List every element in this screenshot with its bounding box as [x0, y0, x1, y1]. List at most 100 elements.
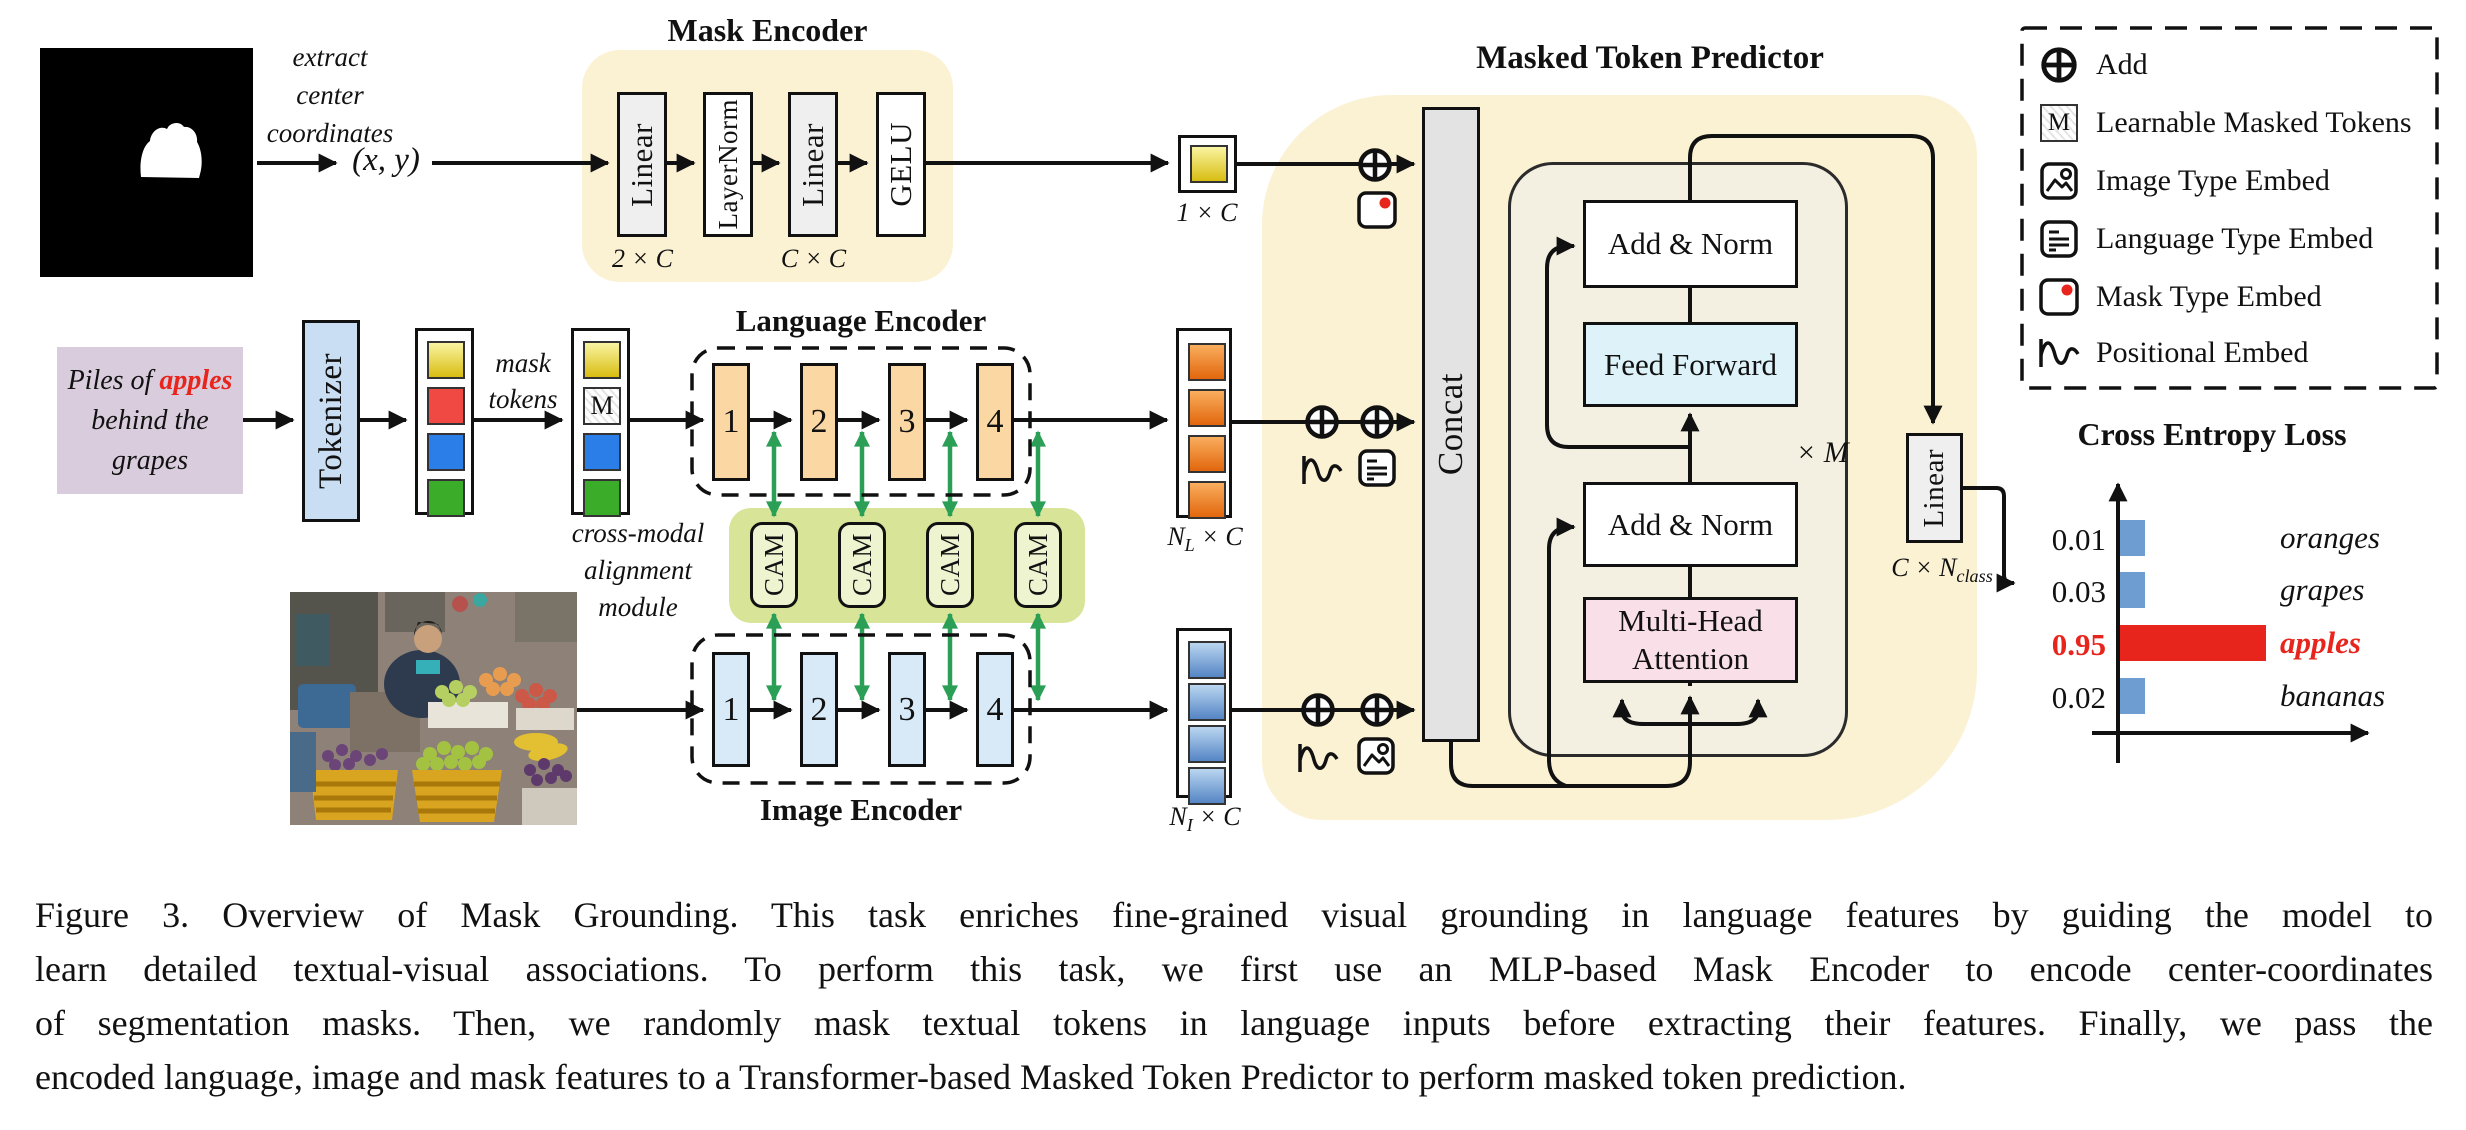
token-green	[583, 479, 621, 517]
repeat-count-label: × M	[1796, 436, 1849, 469]
bar-oranges	[2120, 520, 2145, 556]
image-encoder-outline	[690, 633, 1032, 785]
masked-token-predictor-title: Masked Token Predictor	[1476, 40, 1824, 76]
concat-box: Concat	[1422, 107, 1480, 742]
extract-coordinates-note: extract center coordinates	[266, 42, 394, 148]
language-type-embed-icon	[1358, 449, 1396, 487]
token-column-masked: M	[571, 328, 630, 517]
legend-item-positional-embed: Positional Embed	[2036, 331, 2309, 375]
image-type-embed-icon	[2036, 161, 2082, 201]
figure-caption-line: encoded language, image and mask feature…	[35, 1057, 1907, 1097]
language-block-1: 1	[712, 363, 750, 481]
output-linear-box: Linear	[1906, 433, 1963, 543]
language-block-4: 4	[976, 363, 1014, 481]
language-feature-dim: NL × C	[1167, 522, 1243, 556]
mask-feature-square	[1190, 145, 1228, 183]
feed-forward-box: Feed Forward	[1583, 322, 1798, 407]
add-icon	[2036, 46, 2082, 84]
language-block-2: 2	[800, 363, 838, 481]
tokenizer-box: Tokenizer	[302, 320, 360, 522]
positional-embed-icon	[1298, 744, 1339, 772]
image-block-4: 4	[976, 652, 1014, 767]
positional-embed-icon	[2036, 335, 2082, 371]
output-linear-dim: C × Nclass	[1891, 553, 1993, 587]
dashed-outlines	[690, 26, 2439, 785]
figure-caption-line: Figure 3. Overview of Mask Grounding. Th…	[35, 895, 2433, 935]
legend-item-image-embed: Image Type Embed	[2036, 159, 2330, 203]
category-label: bananas	[2280, 678, 2386, 713]
image-encoder-title: Image Encoder	[759, 792, 963, 827]
learnable-masked-token: M	[583, 387, 621, 425]
value-label: 0.01	[2051, 522, 2106, 557]
legend-item-masked-tokens: M Learnable Masked Tokens	[2036, 101, 2412, 145]
add-icon	[1360, 693, 1394, 727]
image-feature-dim: NI × C	[1169, 802, 1241, 836]
mask-encoder-dim-in: 2 × C	[612, 244, 673, 273]
token-green	[427, 479, 465, 517]
cam-box-4: CAM	[1014, 522, 1062, 608]
cross-modal-module-label: cross-modal alignment module	[571, 518, 705, 622]
mask-type-embed-icon	[1357, 191, 1397, 229]
legend-item-language-embed: Language Type Embed	[2036, 217, 2373, 261]
add-norm-box-top: Add & Norm	[1583, 200, 1798, 288]
token-red	[427, 387, 465, 425]
language-type-embed-icon	[2036, 219, 2082, 259]
text-prompt: Piles of apples behind the grapes	[57, 347, 243, 494]
segmentation-mask-image	[40, 48, 253, 277]
token-yellow	[427, 341, 465, 379]
bar-apples	[2120, 625, 2266, 661]
cam-box-2: CAM	[838, 522, 886, 608]
image-feature-tokens	[1176, 628, 1232, 805]
mask-encoder-title: Mask Encoder	[667, 12, 868, 48]
token-blue	[583, 433, 621, 471]
language-encoder-outline	[690, 346, 1032, 497]
category-label: oranges	[2280, 520, 2380, 555]
language-encoder-title: Language Encoder	[735, 303, 987, 338]
cross-modal-arrows	[766, 430, 1046, 702]
prompt-highlight: apples	[159, 364, 233, 396]
cam-box-3: CAM	[926, 522, 974, 608]
image-block-1: 1	[712, 652, 750, 767]
bar-grapes	[2120, 572, 2145, 608]
token-column-original	[415, 328, 474, 517]
legend-item-add: Add	[2036, 43, 2148, 87]
token-blue	[427, 433, 465, 471]
image-type-embed-icon	[1357, 737, 1395, 775]
loss-chart-title: Cross Entropy Loss	[2077, 416, 2347, 452]
token-yellow	[583, 341, 621, 379]
language-block-3: 3	[888, 363, 926, 481]
image-block-2: 2	[800, 652, 838, 767]
mask-tokens-label: mask tokens	[488, 348, 558, 414]
positional-embed-icon	[1302, 456, 1343, 484]
cam-box-1: CAM	[750, 522, 798, 608]
prompt-text: Piles of	[67, 364, 160, 396]
xy-coordinates-label: (x, y)	[352, 142, 420, 178]
mask-encoder-linear2: Linear	[788, 92, 838, 237]
mask-encoder-gelu: GELU	[876, 92, 926, 237]
add-norm-box-bottom: Add & Norm	[1583, 482, 1798, 567]
mask-feature-dim: 1 × C	[1176, 198, 1238, 227]
image-block-3: 3	[888, 652, 926, 767]
mask-encoder-layernorm: LayerNorm	[703, 92, 753, 237]
mask-encoder-linear1: Linear	[617, 92, 667, 237]
masked-token-icon: M	[2036, 104, 2082, 142]
mask-type-embed-icon	[2036, 277, 2082, 317]
value-label: 0.02	[2051, 680, 2106, 715]
bar-bananas	[2120, 678, 2145, 714]
figure-caption-line: learn detailed textual-visual associatio…	[35, 949, 2433, 989]
value-label: 0.03	[2051, 574, 2106, 609]
mask-feature-token	[1178, 135, 1237, 193]
language-feature-tokens	[1176, 328, 1232, 519]
figure-caption-line: of segmentation masks. Then, we randomly…	[35, 1003, 2433, 1043]
mask-encoder-dim-mid: C × C	[780, 244, 847, 273]
add-icon	[1301, 693, 1335, 727]
multi-head-attention-box: Multi-Head Attention	[1583, 597, 1798, 683]
value-label-highlight: 0.95	[2051, 627, 2106, 662]
add-icon	[1305, 405, 1339, 439]
add-icon	[1360, 405, 1394, 439]
market-photo	[290, 592, 577, 825]
add-icon	[1358, 148, 1392, 182]
category-label-highlight: apples	[2280, 625, 2361, 660]
legend-item-mask-embed: Mask Type Embed	[2036, 275, 2322, 319]
